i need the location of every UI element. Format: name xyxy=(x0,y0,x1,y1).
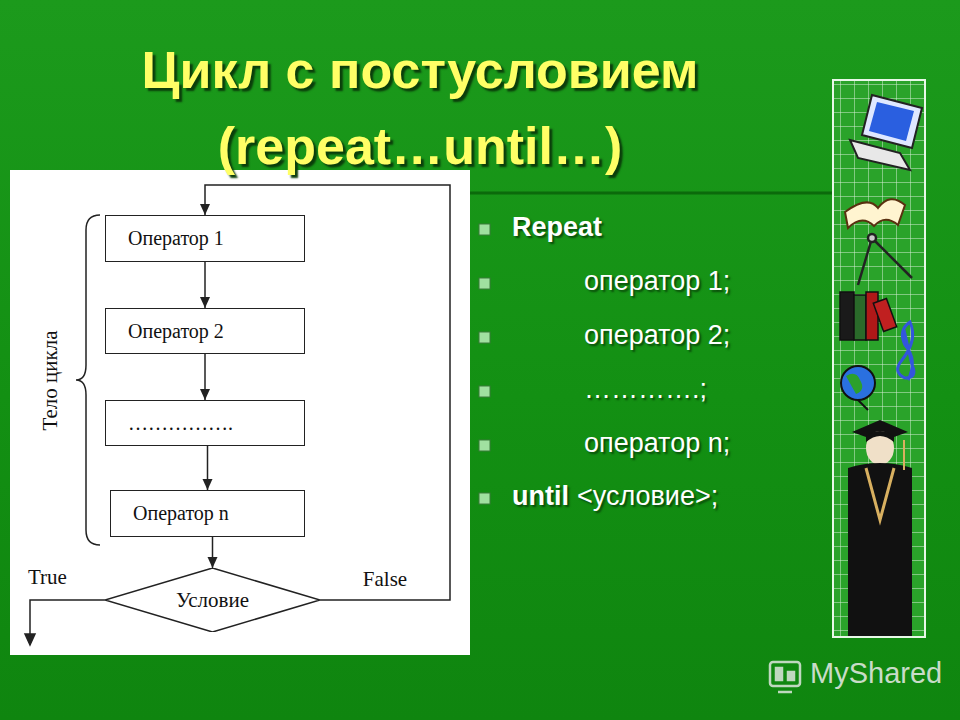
decision-diamond: Условие xyxy=(105,568,320,632)
arrowhead xyxy=(208,557,218,568)
arrowhead xyxy=(203,479,213,490)
compass-icon xyxy=(858,234,912,285)
computer-icon xyxy=(850,95,922,170)
code-line: оператор 1; xyxy=(584,266,730,297)
code-keyword: until xyxy=(512,481,569,512)
grid-strip xyxy=(833,80,925,637)
arrowhead xyxy=(200,204,210,215)
code-line: оператор 2; xyxy=(584,320,730,351)
edge-label: False xyxy=(361,567,409,592)
code-line: ………….; xyxy=(584,374,707,405)
node-text: Оператор 2 xyxy=(128,320,224,343)
bullet-markers xyxy=(479,224,490,504)
graduate-figure xyxy=(848,420,912,636)
watermark-icon xyxy=(770,662,800,692)
flowchart-panel xyxy=(10,170,470,655)
node-text: ……………. xyxy=(128,412,233,435)
globe-icon xyxy=(841,366,875,410)
arrowhead xyxy=(200,389,210,400)
node-text: Оператор n xyxy=(133,502,229,525)
book-icon xyxy=(845,199,905,228)
flow-arrow xyxy=(200,354,210,400)
process-box: Оператор 2 xyxy=(105,308,305,354)
arrowhead xyxy=(200,297,210,308)
code-line: <условие>; xyxy=(577,481,718,512)
node-text: Оператор 1 xyxy=(128,227,224,250)
body-label: Тело цикла xyxy=(38,330,63,430)
divider-line xyxy=(470,192,833,195)
node-text: Условие xyxy=(176,588,249,613)
slide-title: Цикл с постусловием (repeat…until…) xyxy=(30,32,810,184)
process-box: Оператор 1 xyxy=(105,215,305,262)
flow-arrow xyxy=(200,262,210,308)
true-exit-line xyxy=(25,600,105,645)
true-label: True xyxy=(28,565,67,590)
process-box: Оператор n xyxy=(110,490,305,537)
flow-arrow xyxy=(203,446,213,490)
process-box: ……………. xyxy=(105,400,305,446)
watermark: MyShared xyxy=(810,657,942,690)
code-line: Repeat xyxy=(512,212,602,243)
code-line: оператор n; xyxy=(584,428,730,459)
body-brace xyxy=(76,215,100,545)
flow-arrow xyxy=(208,537,218,568)
clef-icon xyxy=(898,322,914,380)
books-icon xyxy=(840,292,897,340)
